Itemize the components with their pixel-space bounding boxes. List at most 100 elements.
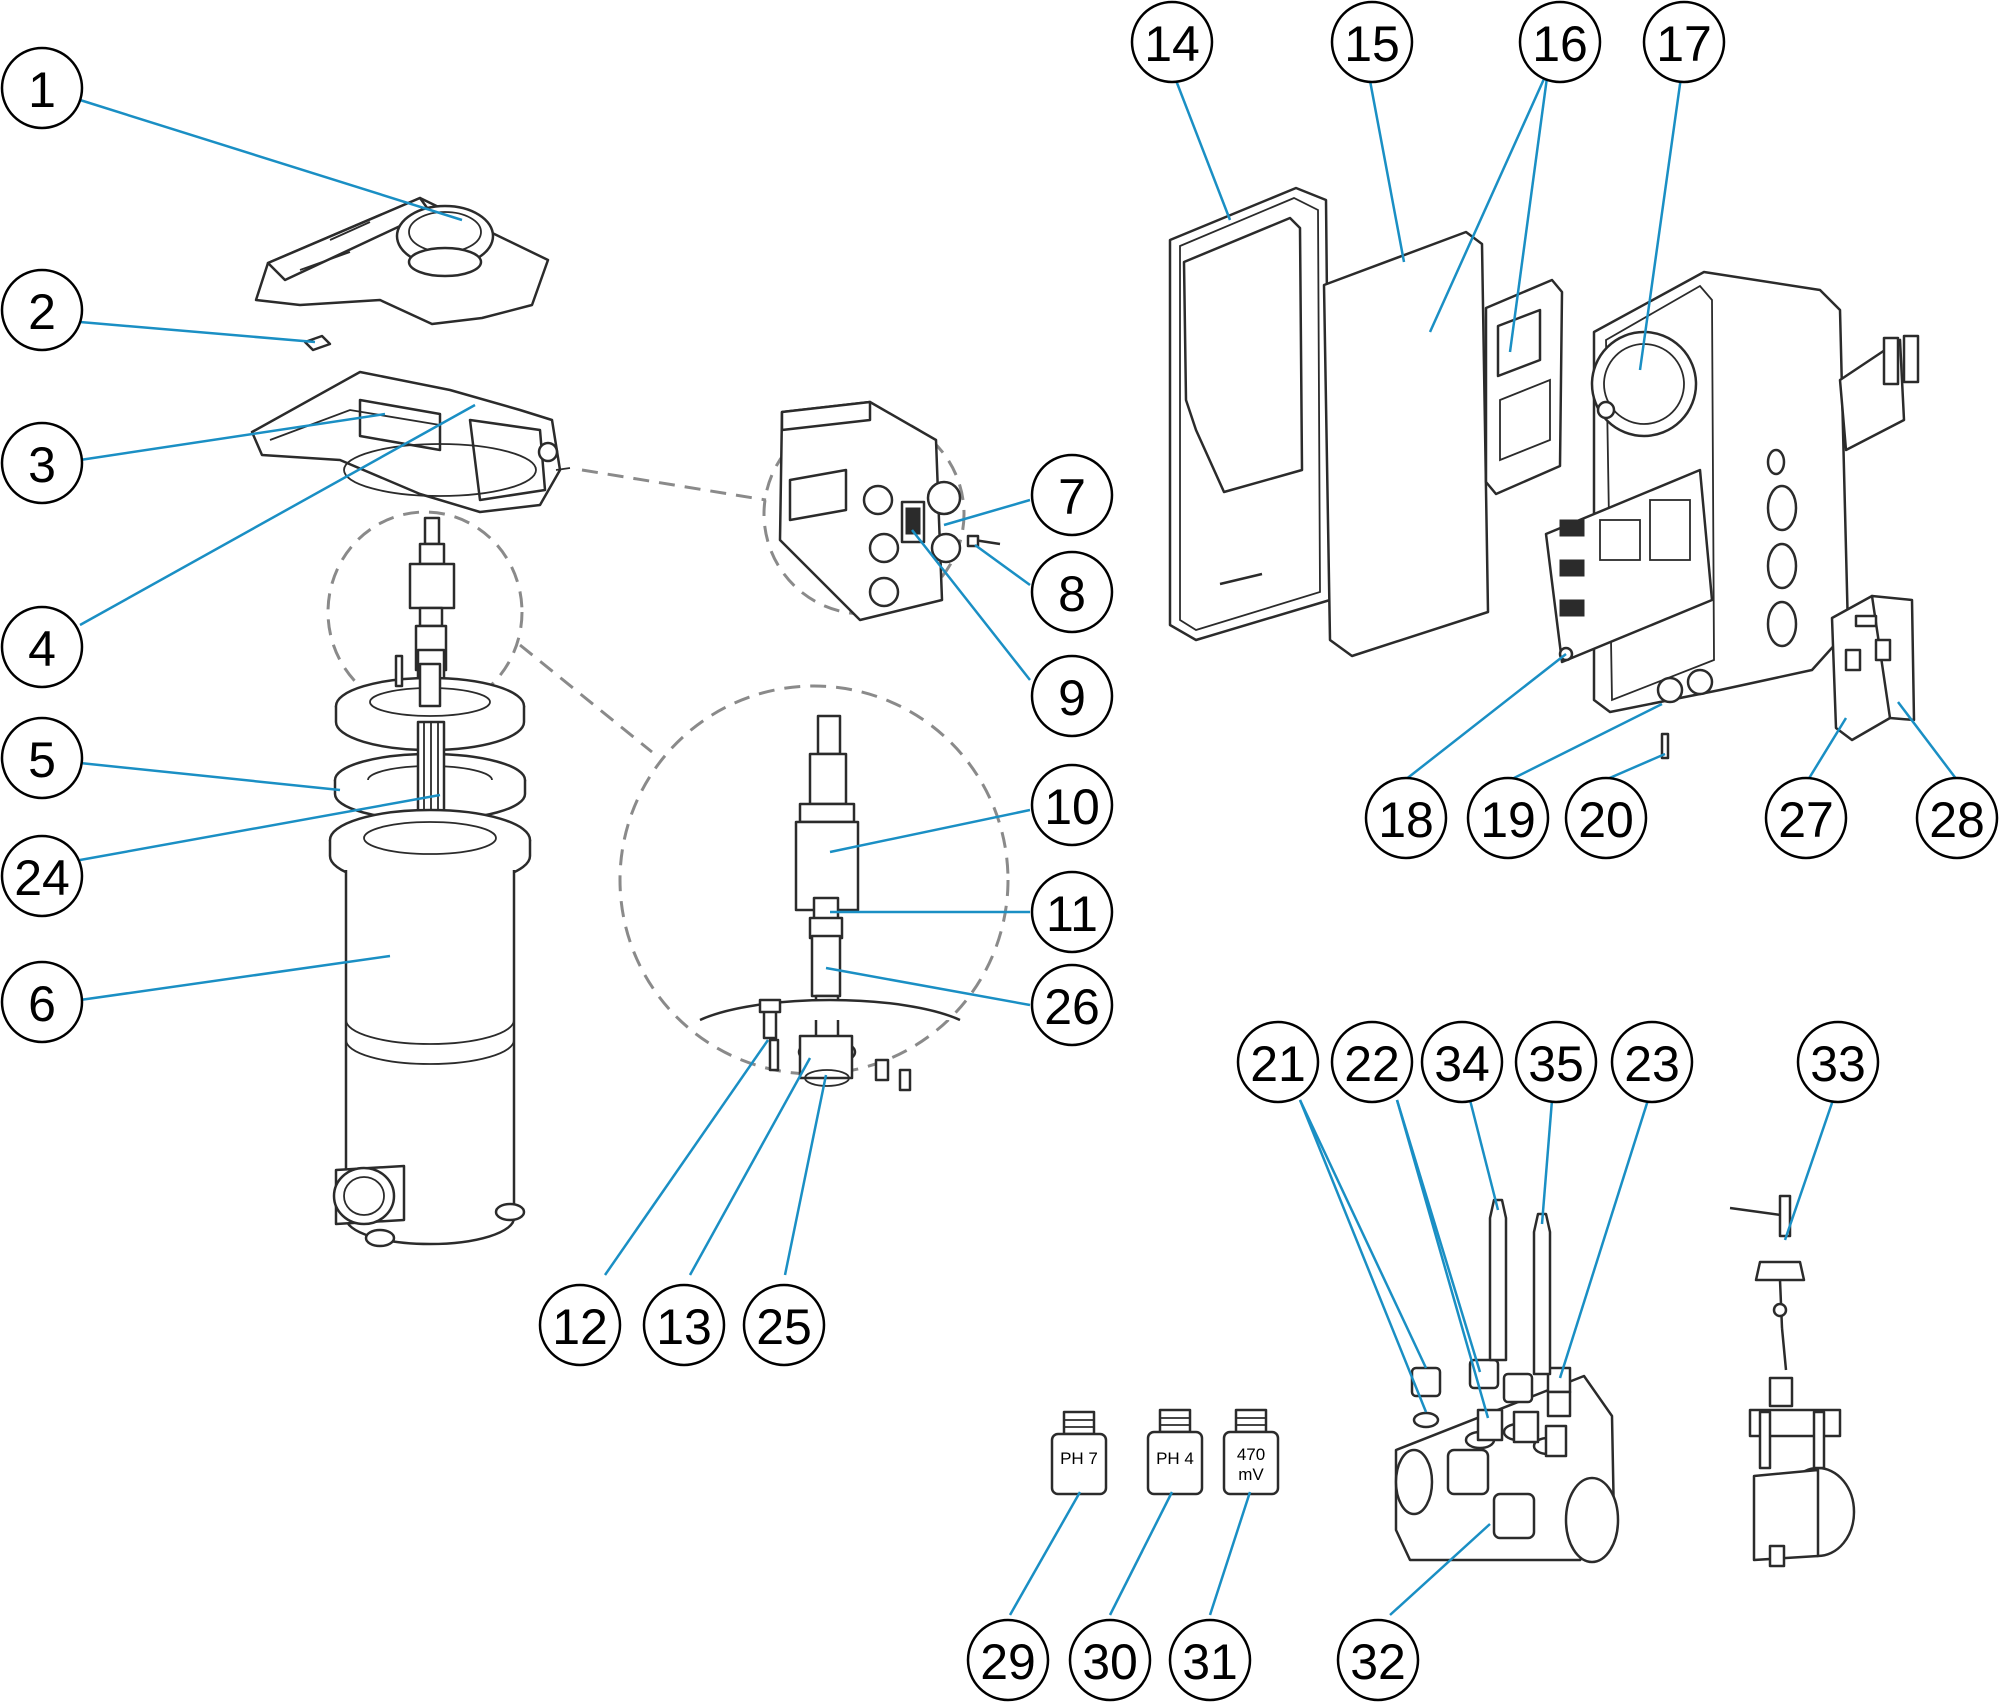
callout-12-number: 12 xyxy=(552,1299,608,1355)
callout-14: 14 xyxy=(1130,0,1214,84)
cell-lid-part xyxy=(254,196,550,326)
callout-27: 27 xyxy=(1764,776,1848,860)
leader-21a xyxy=(1298,1099,1428,1369)
callout-31: 31 xyxy=(1168,1618,1252,1702)
callout-10-number: 10 xyxy=(1044,779,1100,835)
leader-14 xyxy=(1170,69,1232,221)
callout-28: 28 xyxy=(1915,776,1999,860)
bottle-ph4: PH 4 xyxy=(1146,1408,1204,1496)
leader-24 xyxy=(79,793,441,862)
callout-9-number: 9 xyxy=(1058,670,1086,726)
leader-4 xyxy=(79,403,476,627)
bottle-ph7-label: PH 7 xyxy=(1060,1449,1098,1468)
front-panel-part xyxy=(1322,230,1490,658)
callout-17: 17 xyxy=(1642,0,1726,84)
leader-25 xyxy=(783,1074,828,1276)
callout-7: 7 xyxy=(1030,453,1114,537)
leader-12 xyxy=(603,1039,770,1276)
bottle-ph7: PH 7 xyxy=(1050,1410,1108,1496)
leader-34 xyxy=(1468,1099,1500,1211)
leader-20 xyxy=(1604,752,1666,782)
callout-15-number: 15 xyxy=(1344,16,1400,72)
callout-4-number: 4 xyxy=(28,621,56,677)
callout-24-number: 24 xyxy=(14,850,70,906)
callout-32-number: 32 xyxy=(1350,1634,1406,1690)
leader-21b xyxy=(1298,1099,1428,1413)
cable-gland-part xyxy=(1656,668,1714,760)
leader-35 xyxy=(1540,1099,1554,1225)
callout-19-number: 19 xyxy=(1480,792,1536,848)
callout-25: 25 xyxy=(742,1283,826,1367)
callout-13: 13 xyxy=(642,1283,726,1367)
leader-5 xyxy=(79,761,341,792)
bottle-470mv: 470 mV xyxy=(1222,1408,1280,1496)
callout-14-number: 14 xyxy=(1144,16,1200,72)
callout-34-number: 34 xyxy=(1434,1036,1490,1092)
callout-30-number: 30 xyxy=(1082,1634,1138,1690)
callout-27-number: 27 xyxy=(1778,792,1834,848)
probe-holder-part xyxy=(1394,1374,1620,1564)
injection-valve-part xyxy=(1729,1194,1856,1568)
leader-9 xyxy=(911,529,1031,681)
side-module-part xyxy=(1830,594,1916,742)
callout-8-number: 8 xyxy=(1058,566,1086,622)
callout-19: 19 xyxy=(1466,776,1550,860)
callout-3: 3 xyxy=(0,421,84,505)
leader-33 xyxy=(1783,1099,1835,1241)
leader-26 xyxy=(825,966,1031,1007)
leader-23 xyxy=(1558,1099,1650,1379)
leader-17 xyxy=(1638,69,1684,371)
callout-4: 4 xyxy=(0,605,84,689)
callout-25-number: 25 xyxy=(756,1299,812,1355)
callout-23: 23 xyxy=(1610,1020,1694,1104)
callout-16: 16 xyxy=(1518,0,1602,84)
electrode-stack-small-part xyxy=(408,516,456,682)
callout-11: 11 xyxy=(1030,870,1114,954)
callout-29-number: 29 xyxy=(980,1634,1036,1690)
callout-6: 6 xyxy=(0,960,84,1044)
cell-body-part xyxy=(328,808,532,1248)
leader-32 xyxy=(1389,1523,1491,1616)
callout-13-number: 13 xyxy=(656,1299,712,1355)
callout-8: 8 xyxy=(1030,550,1114,634)
callout-26-number: 26 xyxy=(1044,979,1100,1035)
leader-7 xyxy=(943,498,1031,527)
leader-2 xyxy=(79,320,316,344)
callout-22-number: 22 xyxy=(1344,1036,1400,1092)
detail-link-connector xyxy=(581,468,767,502)
leader-28 xyxy=(1897,701,1958,781)
probe-caps-part xyxy=(1410,1358,1572,1458)
probes-part xyxy=(1488,1198,1552,1376)
callout-35: 35 xyxy=(1514,1020,1598,1104)
callout-18: 18 xyxy=(1364,776,1448,860)
callout-31-number: 31 xyxy=(1182,1634,1238,1690)
callout-5: 5 xyxy=(0,716,84,800)
callout-26: 26 xyxy=(1030,963,1114,1047)
callout-3-number: 3 xyxy=(28,437,56,493)
leader-16b xyxy=(1508,69,1550,353)
callout-20-number: 20 xyxy=(1578,792,1634,848)
callout-1-number: 1 xyxy=(28,62,56,118)
leader-3 xyxy=(79,412,386,462)
seal-part xyxy=(303,334,332,352)
callout-16-number: 16 xyxy=(1532,16,1588,72)
callout-28-number: 28 xyxy=(1929,792,1985,848)
display-board-part xyxy=(1484,278,1564,496)
callout-24: 24 xyxy=(0,834,84,918)
leader-18 xyxy=(1404,653,1567,781)
callout-35-number: 35 xyxy=(1528,1036,1584,1092)
callout-33: 33 xyxy=(1796,1020,1880,1104)
detail-ring-electrode-small xyxy=(326,510,524,714)
connector-detail-part xyxy=(778,400,1001,622)
leader-8 xyxy=(974,543,1031,587)
electrode-detail-part xyxy=(699,714,961,1092)
detail-ring-electrode-large xyxy=(618,684,1010,1076)
callout-2: 2 xyxy=(0,268,84,352)
callout-30: 30 xyxy=(1068,1618,1152,1702)
detail-link-electrode xyxy=(519,643,653,754)
callout-32: 32 xyxy=(1336,1618,1420,1702)
leader-13 xyxy=(688,1057,812,1276)
callout-11-number: 11 xyxy=(1046,886,1098,942)
